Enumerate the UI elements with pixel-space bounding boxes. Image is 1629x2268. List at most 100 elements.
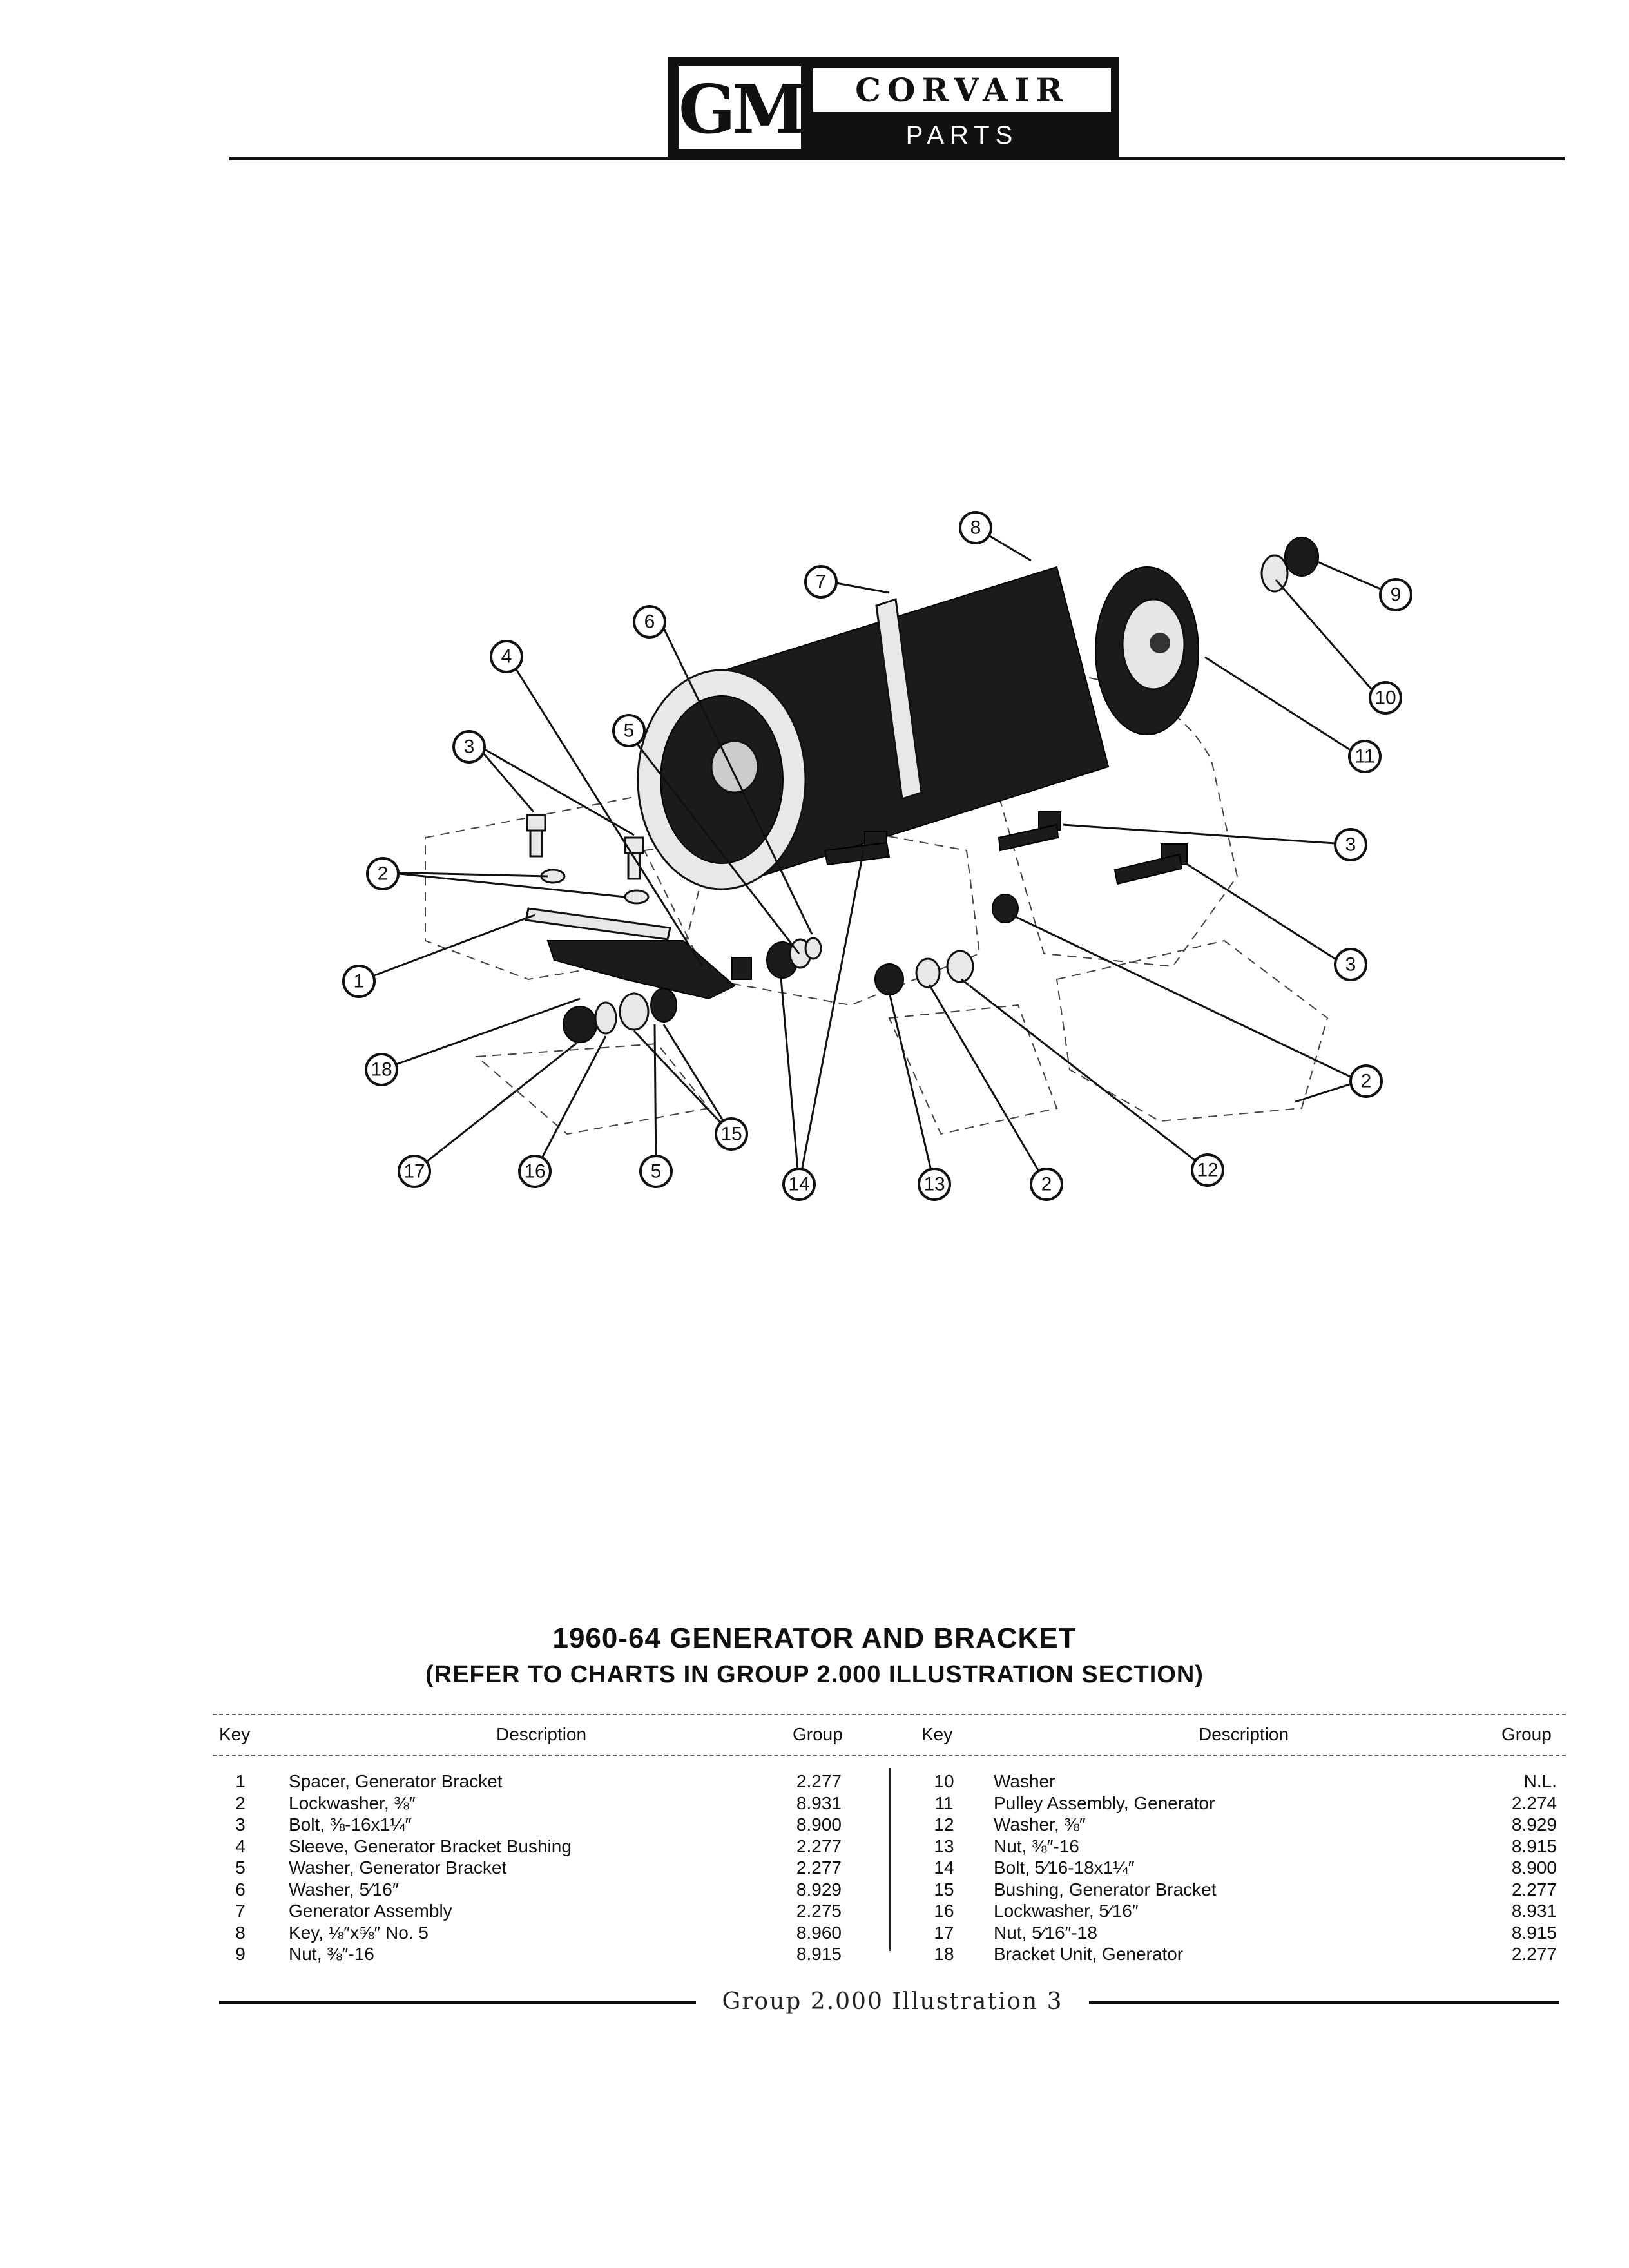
part-key: 2	[235, 1792, 246, 1813]
table-header-rule	[213, 1755, 1566, 1756]
part-description: Nut, ⅜″-16	[994, 1836, 1079, 1856]
part-key: 17	[934, 1922, 954, 1943]
part-description: Washer, ⅜″	[994, 1814, 1086, 1834]
hardware	[525, 869, 1019, 1043]
part-key: 7	[235, 1901, 246, 1921]
part-group: 8.929	[796, 1879, 842, 1899]
right-row: 16 Lockwasher, 5⁄16″ 8.931	[213, 1900, 1566, 1921]
svg-text:14: 14	[788, 1174, 809, 1195]
part-group: N.L.	[1523, 1771, 1557, 1791]
part-group: 2.277	[796, 1836, 842, 1856]
leader-lines	[358, 526, 1390, 1185]
svg-text:17: 17	[403, 1161, 425, 1182]
part-description: Generator Assembly	[289, 1901, 452, 1921]
svg-text:3: 3	[1345, 954, 1356, 975]
logo-subtitle: PARTS CATALOGUE	[858, 121, 1066, 188]
part-key: 15	[934, 1879, 954, 1899]
header-rule	[229, 157, 1565, 160]
part-description: Bolt, ⅜-16x1¼″	[289, 1814, 412, 1834]
header-group-right: Group	[1501, 1724, 1552, 1744]
part-description: Washer	[994, 1771, 1055, 1791]
svg-text:2: 2	[1361, 1071, 1372, 1092]
callout-3-right-upper: 3	[1334, 828, 1367, 861]
part-description: Washer, Generator Bracket	[289, 1858, 507, 1878]
header-key-left: Key	[219, 1724, 251, 1744]
callout-2-bottom: 2	[1030, 1168, 1063, 1201]
part-key: 8	[235, 1922, 246, 1943]
gm-logo-mark: GM	[677, 64, 806, 151]
table-top-rule	[213, 1714, 1566, 1715]
left-row: 2 Lockwasher, ⅜″ 8.931	[213, 1792, 1566, 1814]
part-key: 5	[235, 1858, 246, 1878]
part-description: Sleeve, Generator Bracket Bushing	[289, 1836, 572, 1856]
logo-title: CORVAIR	[813, 68, 1111, 112]
callout-18: 18	[365, 1053, 398, 1086]
callout-17: 17	[398, 1155, 431, 1188]
part-key: 6	[235, 1879, 246, 1899]
header-group-left: Group	[793, 1724, 843, 1744]
callout-11: 11	[1348, 740, 1382, 773]
page-subtitle: (REFER TO CHARTS IN GROUP 2.000 ILLUSTRA…	[425, 1661, 1204, 1688]
part-description: Pulley Assembly, Generator	[994, 1792, 1215, 1813]
svg-text:2: 2	[378, 863, 389, 885]
callout-5-lower: 5	[639, 1155, 673, 1188]
page-title: 1960-64 GENERATOR AND BRACKET	[552, 1622, 1077, 1654]
svg-text:5: 5	[651, 1161, 662, 1182]
part-description: Bolt, 5⁄16-18x1¼″	[994, 1858, 1135, 1878]
part-description: Spacer, Generator Bracket	[289, 1771, 503, 1791]
svg-text:5: 5	[624, 720, 635, 742]
part-group: 8.929	[1511, 1814, 1557, 1834]
callout-3-right-lower: 3	[1334, 948, 1367, 981]
part-group: 8.915	[1511, 1922, 1557, 1943]
part-key: 13	[934, 1836, 954, 1856]
parts-table: Key Description Group Key Description Gr…	[213, 1714, 1566, 1972]
svg-text:8: 8	[970, 517, 981, 539]
svg-text:12: 12	[1197, 1160, 1218, 1181]
callout-7: 7	[804, 565, 838, 599]
header-description-right: Description	[1199, 1724, 1289, 1744]
part-description: Lockwasher, ⅜″	[289, 1792, 416, 1813]
part-key: 10	[934, 1771, 954, 1791]
part-group: 2.277	[1511, 1944, 1557, 1964]
header-description-left: Description	[496, 1724, 587, 1744]
callout-16: 16	[518, 1155, 552, 1188]
svg-text:7: 7	[816, 572, 827, 593]
callout-13: 13	[918, 1168, 951, 1201]
footer-rule-right	[1089, 2001, 1559, 2004]
callout-6: 6	[633, 605, 666, 639]
exploded-view-illustration: 8 7 6 4 5 3 2 1 18 9 10 11 3 3 2 12 2 13…	[342, 511, 1412, 1201]
part-key: 14	[934, 1858, 954, 1878]
footer-rule-left	[219, 2001, 696, 2004]
part-group: 8.931	[796, 1792, 842, 1813]
callout-4: 4	[490, 640, 523, 673]
part-key: 16	[934, 1901, 954, 1921]
part-description: Bracket Unit, Generator	[994, 1944, 1184, 1964]
header-key-right: Key	[921, 1724, 953, 1744]
callout-14: 14	[782, 1168, 816, 1201]
svg-text:6: 6	[644, 611, 655, 633]
part-key: 4	[235, 1836, 246, 1856]
callout-10: 10	[1369, 681, 1402, 715]
svg-text:9: 9	[1391, 584, 1402, 606]
svg-text:10: 10	[1374, 687, 1396, 709]
part-group: 8.960	[796, 1922, 842, 1943]
callout-3-left: 3	[452, 730, 486, 764]
part-description: Lockwasher, 5⁄16″	[994, 1901, 1139, 1921]
part-group: 8.931	[1511, 1901, 1557, 1921]
svg-text:4: 4	[501, 646, 512, 668]
part-group: 2.275	[796, 1901, 842, 1921]
left-row: 7 Generator Assembly 2.275	[213, 1900, 1566, 1921]
bolts	[526, 811, 1188, 885]
svg-text:2: 2	[1041, 1174, 1052, 1195]
part-description: Nut, ⅜″-16	[289, 1944, 374, 1964]
